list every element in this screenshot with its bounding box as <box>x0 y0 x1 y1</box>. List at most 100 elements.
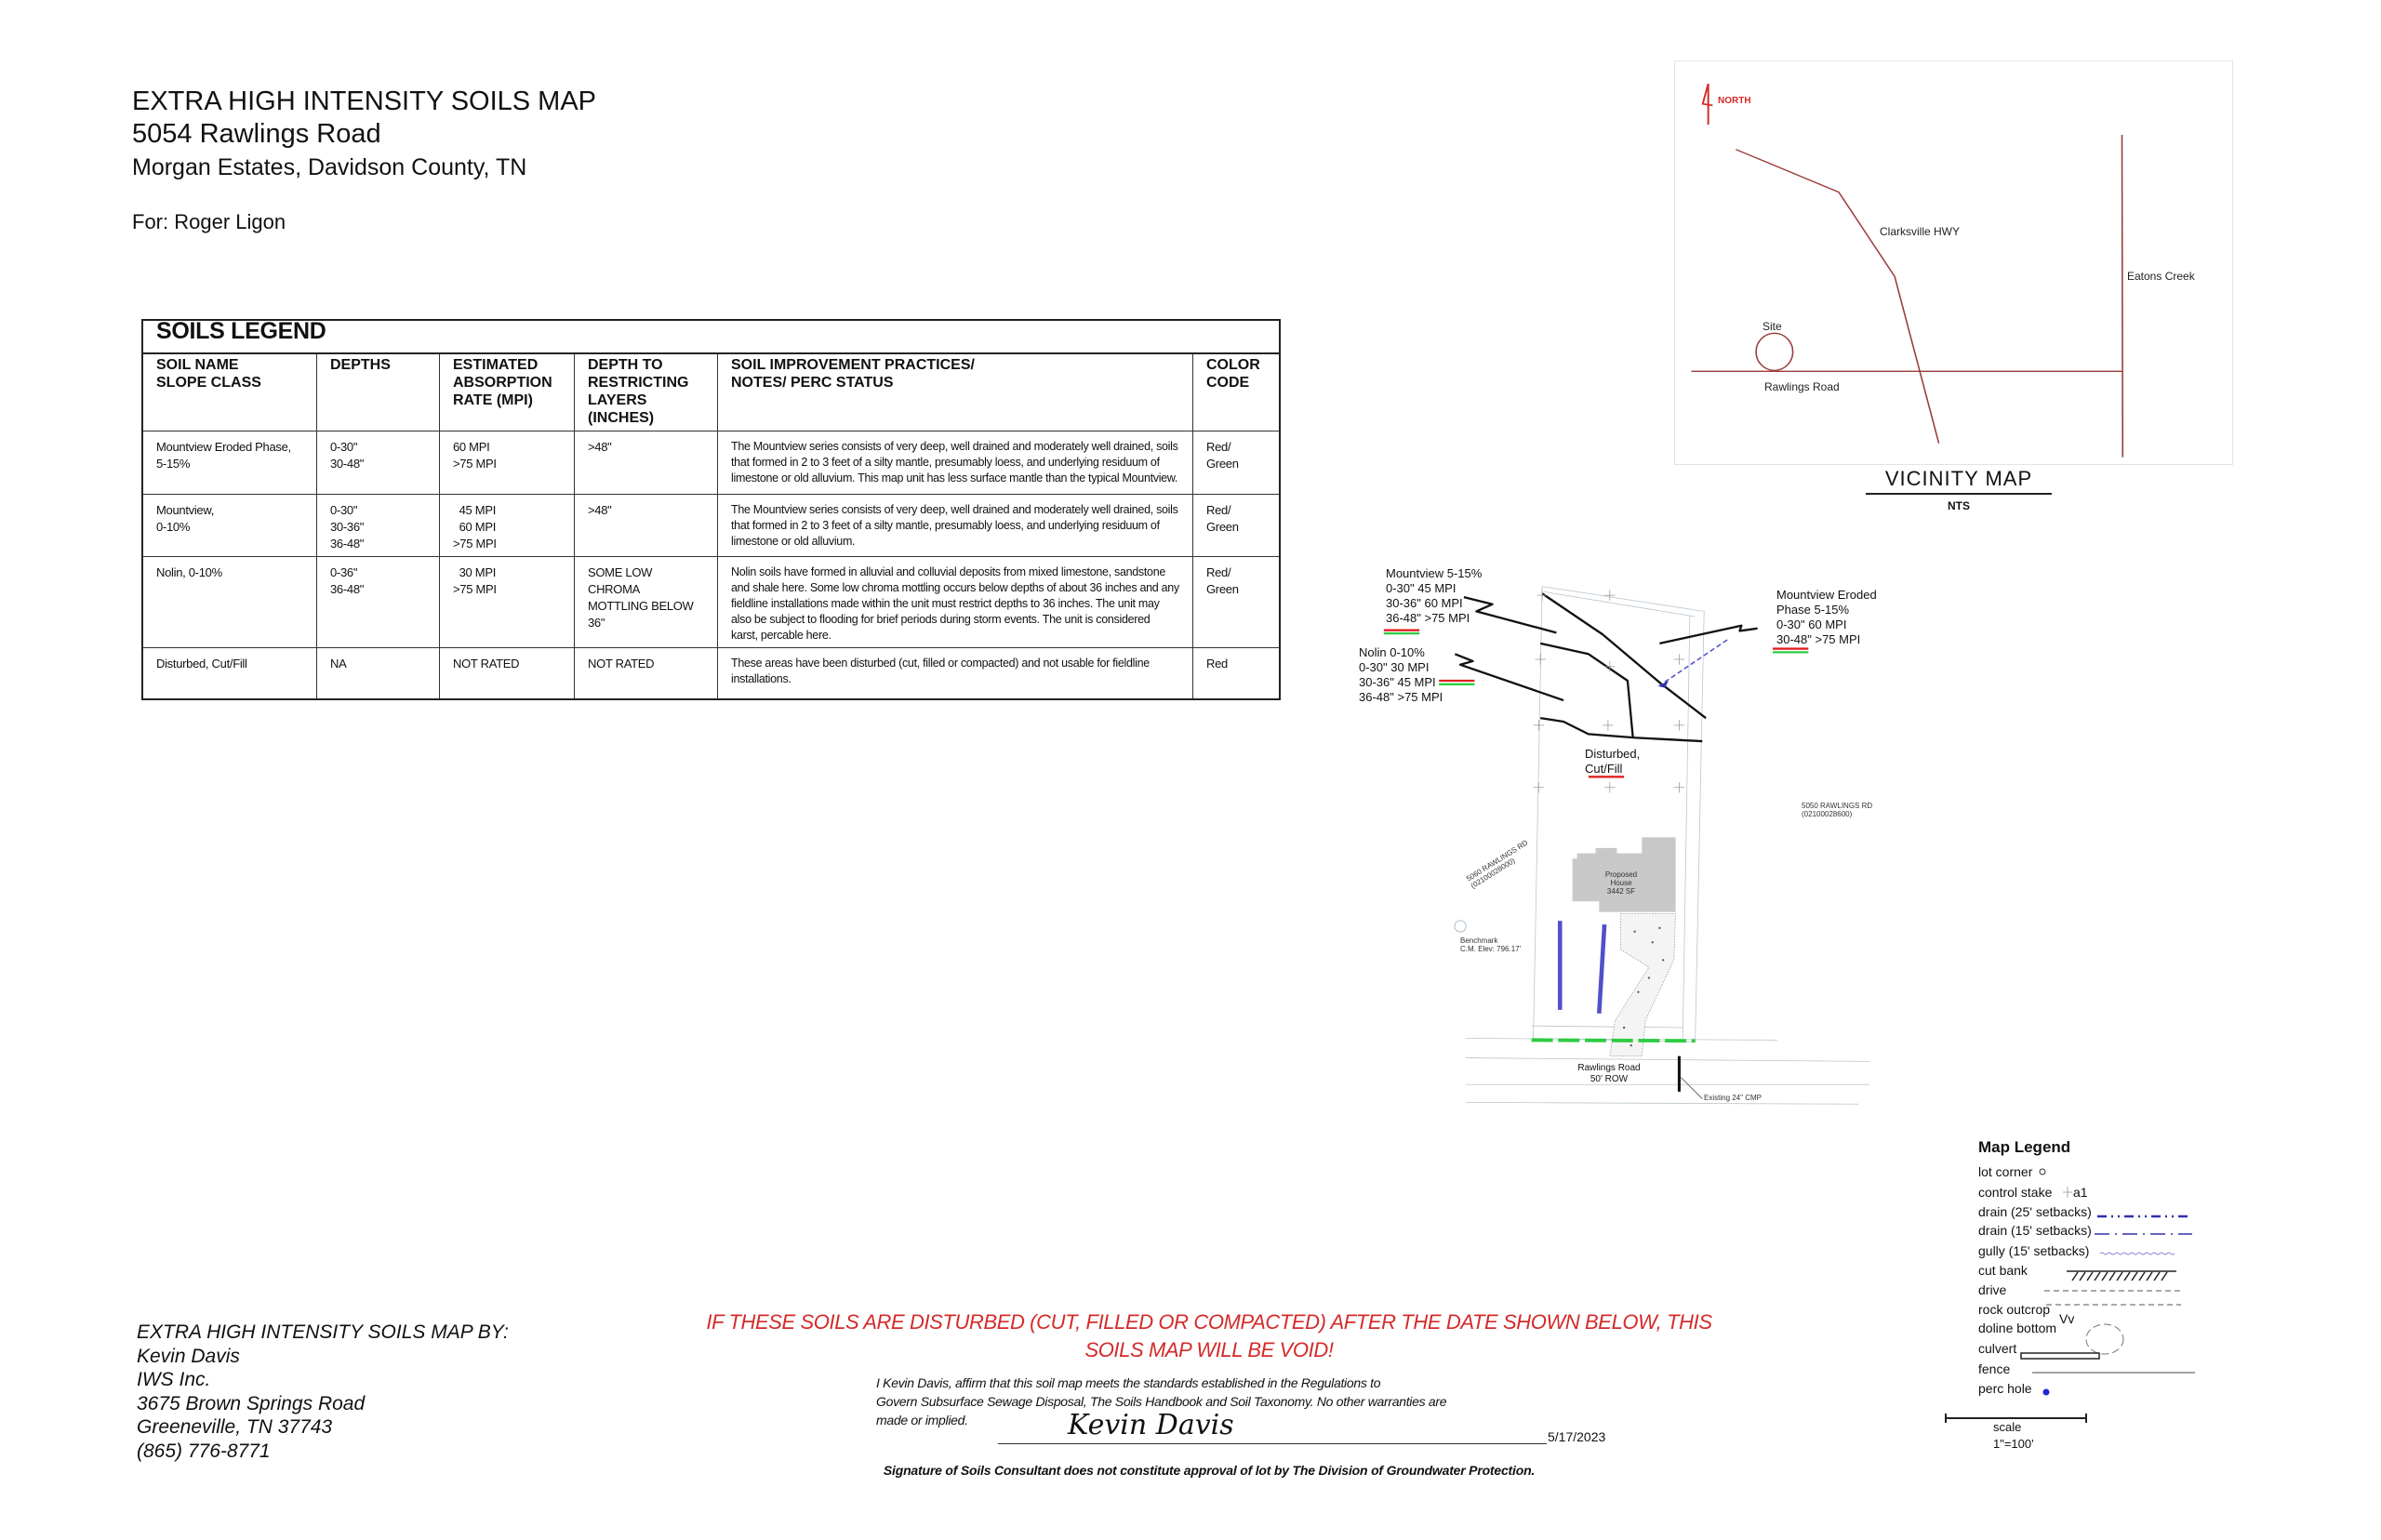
soil-depths-cell: 0-30"30-48" <box>316 431 440 495</box>
nolin-label: Nolin 0-10% 0-30" 30 MPI 30-36" 45 MPI 3… <box>1359 645 1443 705</box>
rawlings-road-row-label: Rawlings Road 50' ROW <box>1572 1063 1646 1085</box>
map-legend-symbols <box>1945 1168 2195 1423</box>
column-header-line: SOIL NAME <box>156 357 239 373</box>
site-plan-drawing <box>1383 586 1870 1105</box>
client-name: For: Roger Ligon <box>132 210 286 233</box>
cell-line: >75 MPI <box>453 537 497 551</box>
map-legend-item: drive <box>1978 1282 2007 1297</box>
soil-color-cell: Red/Green <box>1192 431 1281 495</box>
label-line: Proposed <box>1604 870 1638 879</box>
soil-boundary-nolin <box>1539 642 1634 738</box>
cell-line: 36-48" <box>330 537 365 551</box>
affirmation-text: I Kevin Davis, affirm that this soil map… <box>876 1374 1447 1429</box>
vicinity-map <box>1674 60 2233 465</box>
control-stake-icons <box>1533 590 1685 793</box>
cell-line: Disturbed, Cut/Fill <box>156 657 247 670</box>
affirmation-line: Govern Subsurface Sewage Disposal, The S… <box>876 1394 1447 1409</box>
soil-restricting-cell: NOT RATED <box>574 647 718 699</box>
soil-restricting-cell: >48" <box>574 431 718 495</box>
col-soil-name: SOIL NAME SLOPE CLASS <box>141 352 317 431</box>
scale-value: 1"=100' <box>1993 1437 2034 1451</box>
doline-bottom-icon <box>2085 1323 2124 1355</box>
leader-nolin <box>1454 653 1564 702</box>
preparer-line: Kevin Davis <box>137 1345 240 1367</box>
fence-line <box>1531 1025 1683 1029</box>
column-header-line: ESTIMATED <box>453 357 539 373</box>
mountview-5-15-label: Mountview 5-15% 0-30" 45 MPI 30-36" 60 M… <box>1386 566 1482 626</box>
label-line: 36-48" >75 MPI <box>1359 690 1443 704</box>
cell-line: Mountview, <box>156 503 215 517</box>
soil-depths-cell: NA <box>316 647 440 699</box>
column-header-line: SLOPE CLASS <box>156 375 261 391</box>
map-legend-item: perc hole <box>1978 1381 2032 1396</box>
leader-eroded <box>1659 624 1758 644</box>
control-stake-icon <box>2063 1187 2072 1198</box>
cell-line: >75 MPI <box>453 457 497 471</box>
affirmation-line: I Kevin Davis, affirm that this soil map… <box>876 1375 1381 1390</box>
clarksville-hwy-line <box>1735 149 1940 444</box>
preparer-line: Greeneville, TN 37743 <box>137 1416 333 1438</box>
soil-row: Mountview Eroded Phase,5-15%0-30"30-48"6… <box>141 431 1281 495</box>
scale-bar <box>1945 1414 2087 1423</box>
column-header-line: (INCHES) <box>588 410 655 426</box>
control-stake-label: a1 <box>2073 1185 2088 1200</box>
cell-line: 30 MPI <box>453 565 497 579</box>
neighbor-right-label: 5050 RAWLINGS RD (02100028600) <box>1802 802 1872 818</box>
soil-boundary-mountview <box>1541 592 1707 720</box>
cell-line: Red <box>1206 657 1228 670</box>
label-line: Mountview Eroded <box>1776 588 1877 602</box>
cell-line: 0-10% <box>156 520 191 534</box>
col-depths: DEPTHS <box>316 352 440 431</box>
label-line: Disturbed, <box>1585 747 1641 761</box>
label-line: 30-36" 60 MPI <box>1386 596 1463 610</box>
label-line: Benchmark <box>1460 936 1498 945</box>
column-header-line: COLOR <box>1206 357 1260 373</box>
disturbed-label: Disturbed, Cut/Fill <box>1585 747 1640 777</box>
affirmation-line: made or implied. <box>876 1413 968 1427</box>
map-legend-item: lot corner <box>1978 1164 2033 1179</box>
cell-line: Nolin, 0-10% <box>156 565 222 579</box>
vicinity-map-scale-note: NTS <box>1948 499 1970 512</box>
cell-line: CHROMA <box>588 582 640 596</box>
cell-line: NA <box>330 657 347 670</box>
label-line: 3442 SF <box>1606 887 1636 896</box>
map-legend-item: doline bottom <box>1978 1321 2057 1335</box>
cell-line: 0-36" <box>330 565 358 579</box>
road-edge-top <box>1465 1057 1870 1062</box>
green-strip <box>1531 1038 1696 1043</box>
void-warning-line-2: SOILS MAP WILL BE VOID! <box>1084 1338 1334 1361</box>
rawlings-road-label: Rawlings Road <box>1764 380 1840 393</box>
soil-boundary-disturbed <box>1540 717 1703 743</box>
col-notes: SOIL IMPROVEMENT PRACTICES/NOTES/ PERC S… <box>717 352 1193 431</box>
benchmark-label: Benchmark C.M. Elev: 796.17' <box>1460 936 1521 953</box>
soil-rate-cell: 60 MPI>75 MPI <box>439 431 575 495</box>
label-line: 36-48" >75 MPI <box>1386 611 1470 625</box>
map-legend-item: gully (15' setbacks) <box>1978 1243 2090 1258</box>
signature-date: 5/17/2023 <box>1548 1429 1606 1444</box>
house-label: Proposed House 3442 SF <box>1598 870 1644 896</box>
map-legend-item: drain (25' setbacks) <box>1978 1204 2092 1219</box>
soil-name-cell: Nolin, 0-10% <box>141 556 317 648</box>
label-line: C.M. Elev: 796.17' <box>1460 945 1522 953</box>
cell-line: Green <box>1206 457 1239 471</box>
soil-name-cell: Mountview, 0-10% <box>141 494 317 557</box>
cell-line: 45 MPI <box>453 503 497 517</box>
setback-line <box>1682 615 1691 1039</box>
cell-line: Red/ <box>1206 440 1231 454</box>
cell-line: Red/ <box>1206 503 1231 517</box>
label-line: 0-30" 30 MPI <box>1359 660 1430 674</box>
void-warning-line-1: IF THESE SOILS ARE DISTURBED (CUT, FILLE… <box>706 1310 1712 1334</box>
column-header-line: NOTES/ PERC STATUS <box>731 375 894 391</box>
cell-line: NOT RATED <box>588 657 655 670</box>
site-label: Site <box>1762 320 1782 333</box>
column-header-line: RESTRICTING <box>588 375 689 391</box>
soil-rate-cell: 45 MPI 60 MPI>75 MPI <box>439 494 575 557</box>
soil-notes-cell: Nolin soils have formed in alluvial and … <box>717 556 1193 648</box>
cell-line: 30-36" <box>330 520 365 534</box>
proposed-house <box>1572 837 1676 912</box>
